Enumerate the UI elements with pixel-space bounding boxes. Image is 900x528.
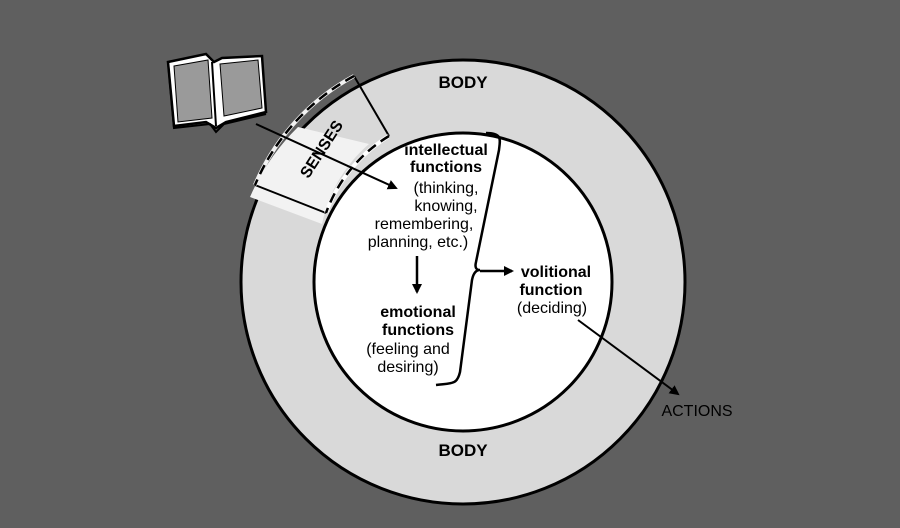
volitional-function: volitional function (deciding) [517, 264, 591, 317]
volitional-title-2: function [519, 282, 582, 299]
actions-label: ACTIONS [661, 403, 732, 420]
intellectual-functions: intellectual functions (thinking, knowin… [368, 142, 488, 251]
inner-circle [312, 131, 614, 433]
body-top-label: BODY [438, 73, 488, 92]
intellectual-title-1: intellectual [404, 142, 488, 159]
book-to-intellect-arrow [255, 123, 398, 190]
intellectual-detail-1: (thinking, [414, 180, 479, 197]
volition-to-actions-arrow [577, 319, 680, 396]
emotional-detail-1: (feeling and [366, 341, 450, 358]
emotional-title-1: emotional [380, 304, 456, 321]
volitional-title-1: volitional [521, 264, 591, 281]
volitional-detail-1: (deciding) [517, 300, 587, 317]
intellectual-detail-4: planning, etc.) [368, 234, 469, 251]
intellectual-title-2: functions [410, 159, 482, 176]
senses-divider-top [353, 75, 390, 137]
emotional-detail-2: desiring) [377, 359, 438, 376]
senses-outer-dashed [253, 74, 355, 186]
intellectual-detail-2: knowing, [414, 198, 477, 215]
senses-segment [250, 127, 369, 224]
open-book-icon [166, 52, 268, 134]
senses-divider-bottom [254, 184, 327, 214]
emotional-title-2: functions [382, 322, 454, 339]
senses-inner-dashed [324, 134, 390, 214]
intellectual-detail-3: remembering, [375, 216, 474, 233]
emotional-functions: emotional functions (feeling and desirin… [366, 304, 456, 376]
body-bottom-label: BODY [438, 441, 488, 460]
